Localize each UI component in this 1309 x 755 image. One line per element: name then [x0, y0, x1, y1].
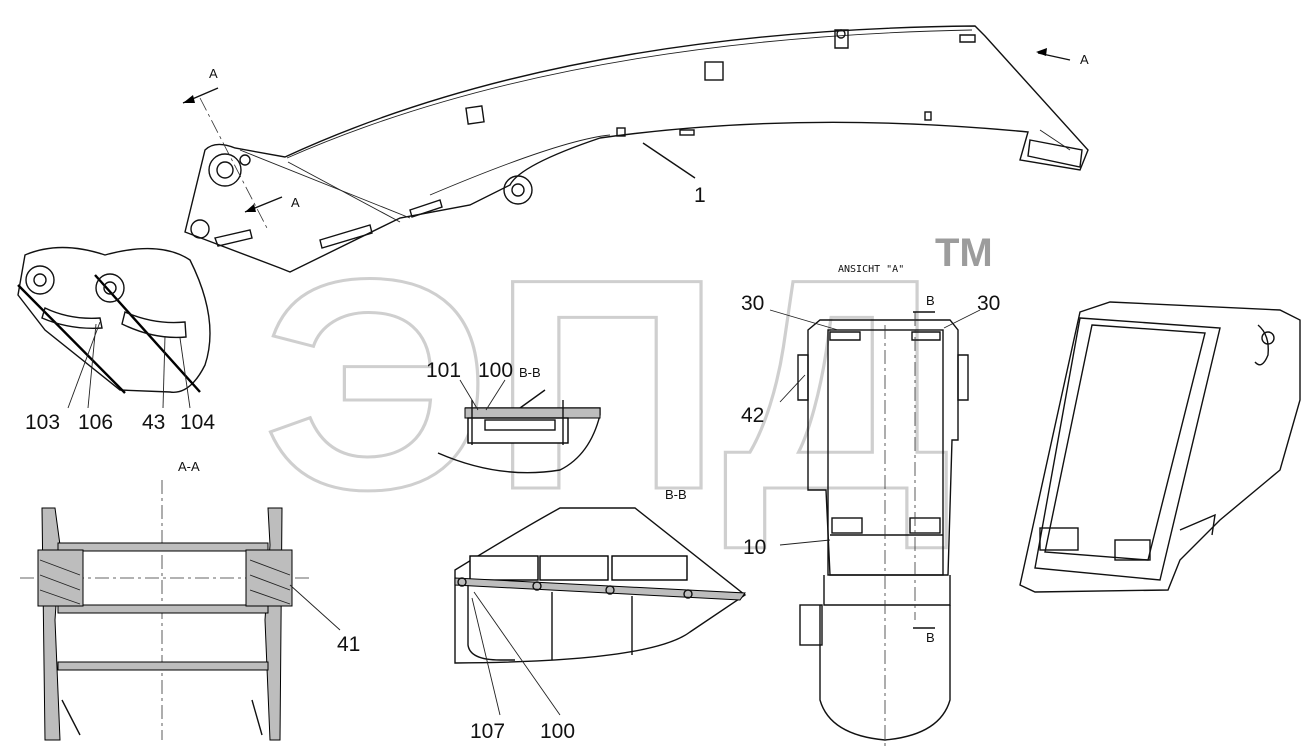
section-bb-large-label: B-B	[665, 487, 687, 502]
boom-assembly: 1 A A A	[182, 25, 1089, 273]
callout-104: 104	[180, 411, 215, 434]
ansicht-label: ANSICHT "A"	[838, 264, 904, 275]
callout-101: 101	[426, 359, 461, 382]
b-bottom-label: B	[926, 630, 935, 645]
watermark-tm: TM	[935, 231, 993, 275]
callout-10: 10	[743, 536, 766, 559]
arrow-a-bottom-label: A	[291, 195, 300, 210]
b-top-label: B	[926, 293, 935, 308]
callout-30-right: 30	[977, 292, 1000, 315]
arrow-a-right-label: A	[1080, 52, 1089, 67]
callout-30-left: 30	[741, 292, 764, 315]
arrow-a-top-label: A	[209, 66, 218, 81]
callout-106: 106	[78, 411, 113, 434]
bucket-isometric	[1019, 301, 1301, 593]
callout-41: 41	[337, 633, 360, 656]
section-bb-large: B-B 107 100	[454, 487, 747, 743]
callout-107: 107	[470, 720, 505, 743]
section-aa: A-A 41	[20, 459, 360, 741]
callout-100-top: 100	[478, 359, 513, 382]
callout-42: 42	[741, 404, 764, 427]
watermark: ЭПД TM	[261, 215, 993, 554]
callout-1: 1	[694, 184, 706, 207]
callout-43: 43	[142, 411, 165, 434]
section-aa-title: A-A	[178, 459, 200, 474]
view-a: ANSICHT "A" B B 30 30 42 10	[741, 264, 1000, 750]
callout-100-bottom: 100	[540, 720, 575, 743]
detail-pin-joints: 103 106 43 104	[17, 246, 215, 434]
detail-bb-small: 101 100 B-B	[426, 359, 601, 474]
callout-103: 103	[25, 411, 60, 434]
section-bb-small-label: B-B	[519, 365, 541, 380]
watermark-text: ЭПД	[262, 216, 952, 552]
